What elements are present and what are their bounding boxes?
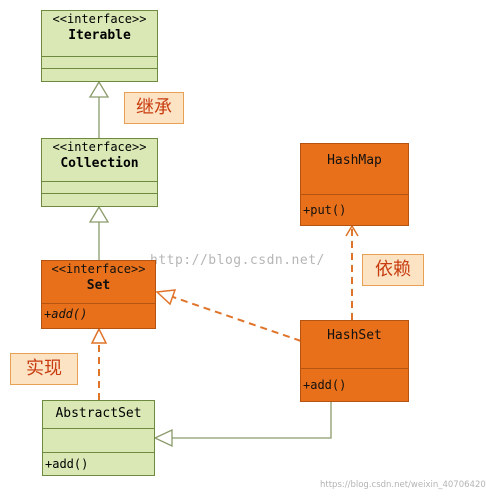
realization-note: 实现 (10, 353, 78, 385)
hashmap-class-box: HashMap +put() (300, 143, 409, 226)
hashset-to-set-realization-line (169, 295, 302, 342)
hashmap-dependency-arrowhead (345, 224, 359, 237)
relationship-lines (88, 80, 359, 448)
set-stereotype: <<interface>> (51, 262, 146, 276)
iterable-interface-box: <<interface>> Iterable (41, 10, 158, 82)
corner-watermark-text: https://blog.csdn.net/weixin_40706420 (320, 480, 486, 490)
watermark-text: http://blog.csdn.net/ (150, 253, 325, 268)
inheritance-note: 继承 (124, 92, 184, 124)
hashmap-put-method: +put() (303, 203, 347, 217)
collection-generalization-arrowhead (88, 205, 110, 223)
set-realization-arrowhead-bottom (90, 327, 108, 344)
collection-interface-box: <<interface>> Collection (41, 138, 158, 207)
collection-class-name: Collection (60, 156, 139, 171)
set-class-name: Set (86, 278, 111, 293)
set-interface-box: <<interface>> Set +add() (41, 260, 156, 329)
abstractset-class-box: AbstractSet +add() (42, 400, 155, 476)
hashset-to-abstractset-line (172, 402, 332, 439)
collection-stereotype: <<interface>> (52, 140, 147, 154)
hashset-class-box: HashSet +add() (300, 320, 409, 402)
hashmap-class-name: HashMap (327, 153, 382, 168)
set-realization-arrowhead-right (155, 289, 177, 306)
iterable-stereotype: <<interface>> (52, 12, 147, 26)
abstractset-add-method: +add() (45, 457, 89, 471)
iterable-generalization-arrowhead (88, 80, 110, 98)
hashset-add-method: +add() (303, 378, 347, 392)
set-add-method: +add() (44, 307, 88, 321)
abstractset-generalization-arrowhead (153, 428, 173, 448)
hashset-class-name: HashSet (327, 328, 382, 343)
dependency-note: 依赖 (362, 254, 424, 286)
abstractset-class-name: AbstractSet (55, 406, 142, 421)
iterable-class-name: Iterable (68, 28, 131, 43)
